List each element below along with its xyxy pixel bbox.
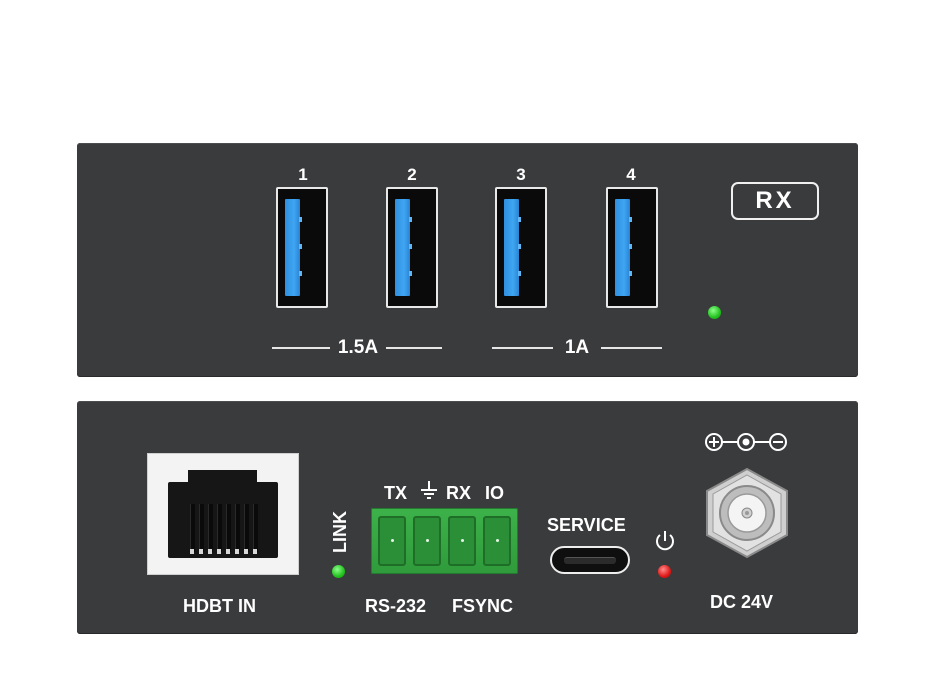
dc-polarity-icon <box>705 433 787 451</box>
fsync-label: FSYNC <box>452 596 514 616</box>
usb-port-1[interactable] <box>276 187 328 308</box>
current-label-1-5a: 1.5A <box>337 337 379 358</box>
current-group-line <box>601 347 662 349</box>
rx-badge: RX <box>731 182 819 220</box>
service-label: SERVICE <box>547 515 626 535</box>
usb-port-4-label: 4 <box>626 165 636 184</box>
current-label-1a: 1A <box>564 337 590 358</box>
hdbt-in-port[interactable] <box>147 453 299 575</box>
terminal-rx-label: RX <box>446 483 472 503</box>
power-icon <box>656 531 674 551</box>
usb-port-3[interactable] <box>495 187 547 308</box>
power-led <box>658 565 671 578</box>
current-group-line <box>386 347 442 349</box>
terminal-io-label: IO <box>485 483 505 503</box>
ground-icon <box>421 481 437 499</box>
service-usb-c-port[interactable] <box>550 546 630 574</box>
usb-port-4[interactable] <box>606 187 658 308</box>
link-label: LINK <box>330 511 350 554</box>
rs232-label: RS-232 <box>365 596 427 616</box>
front-panel <box>77 143 858 377</box>
hdbt-in-label: HDBT IN <box>183 596 256 616</box>
usb-port-2[interactable] <box>386 187 438 308</box>
current-group-line <box>272 347 330 349</box>
usb-port-1-label: 1 <box>298 165 308 184</box>
dc-24v-label: DC 24V <box>710 592 774 612</box>
rs232-fsync-terminal-block[interactable] <box>371 508 518 574</box>
terminal-tx-label: TX <box>384 483 408 503</box>
dc-power-jack[interactable] <box>703 467 791 559</box>
usb-port-2-label: 2 <box>407 165 417 184</box>
front-status-led <box>708 306 721 319</box>
usb-port-3-label: 3 <box>516 165 526 184</box>
current-group-line <box>492 347 553 349</box>
link-led <box>332 565 345 578</box>
